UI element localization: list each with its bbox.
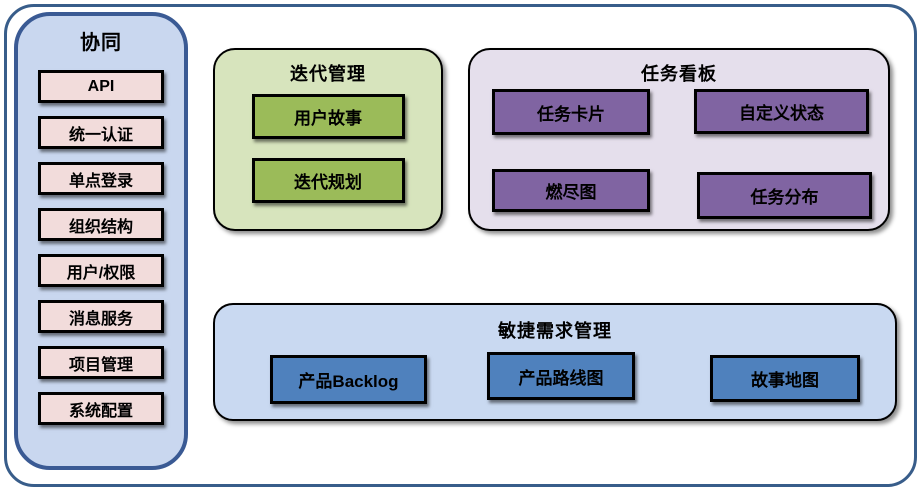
- agile-requirements-panel: 敏捷需求管理 产品Backlog 产品路线图 故事地图: [213, 303, 897, 421]
- sidebar-item-project-management: 项目管理: [38, 346, 164, 379]
- sidebar-item-system-config: 系统配置: [38, 392, 164, 425]
- task-board-panel: 任务看板 任务卡片 自定义状态 燃尽图 任务分布: [468, 48, 890, 231]
- node-product-backlog: 产品Backlog: [270, 355, 427, 404]
- node-product-roadmap: 产品路线图: [487, 352, 635, 400]
- sidebar-item-list: API 统一认证 单点登录 组织结构 用户/权限 消息服务 项目管理 系统配置: [18, 55, 184, 425]
- node-story-map: 故事地图: [710, 355, 860, 402]
- node-task-card: 任务卡片: [492, 89, 650, 135]
- node-user-story: 用户故事: [251, 94, 405, 139]
- sidebar-item-org-structure: 组织结构: [38, 208, 164, 241]
- node-burndown-chart: 燃尽图: [492, 169, 650, 212]
- sidebar-item-unified-auth: 统一认证: [38, 116, 164, 149]
- task-board-title: 任务看板: [641, 64, 717, 84]
- iteration-management-title: 迭代管理: [290, 64, 366, 84]
- agile-requirements-title: 敏捷需求管理: [498, 321, 612, 341]
- sidebar-item-user-permissions: 用户/权限: [38, 254, 164, 287]
- node-custom-status: 自定义状态: [694, 89, 869, 134]
- sidebar-item-message-service: 消息服务: [38, 300, 164, 333]
- node-iteration-planning: 迭代规划: [251, 158, 405, 203]
- sidebar-item-sso: 单点登录: [38, 162, 164, 195]
- sidebar-title: 协同: [80, 32, 122, 54]
- iteration-management-panel: 迭代管理 用户故事 迭代规划: [213, 48, 443, 231]
- collaboration-sidebar-panel: 协同 API 统一认证 单点登录 组织结构 用户/权限 消息服务 项目管理 系统…: [14, 12, 188, 470]
- node-task-distribution: 任务分布: [697, 172, 872, 219]
- sidebar-item-api: API: [38, 70, 164, 103]
